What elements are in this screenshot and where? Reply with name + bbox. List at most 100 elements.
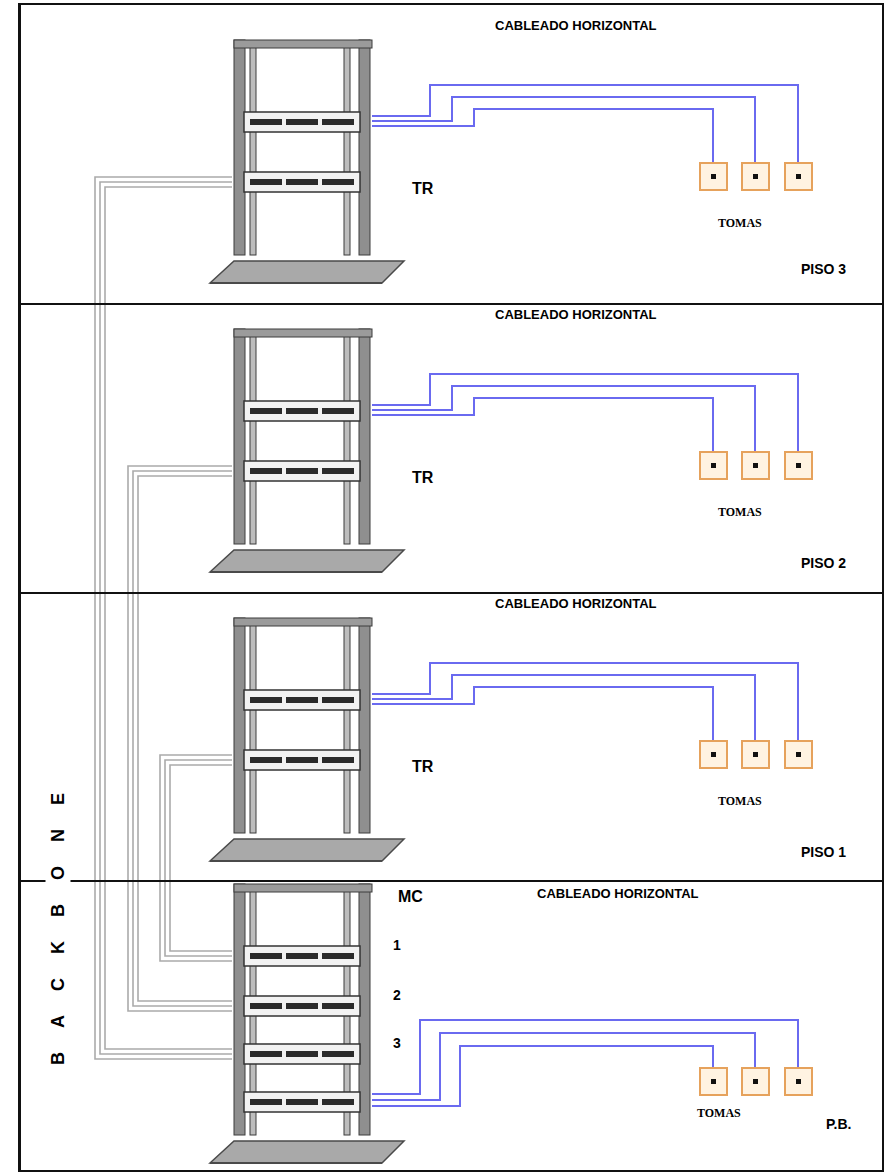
outlet — [785, 741, 812, 768]
rack-top — [234, 884, 372, 892]
patch-panel — [244, 946, 360, 966]
outlet — [700, 1068, 727, 1095]
panel-ports — [250, 468, 282, 474]
outlet-label: TOMAS — [718, 216, 762, 231]
rack-post — [250, 44, 256, 255]
rack-outline — [232, 884, 372, 1165]
panel-ports — [250, 953, 282, 959]
rack-name: TR — [412, 180, 433, 198]
panel-ports — [322, 953, 354, 959]
rack-post — [344, 44, 350, 255]
floor-name: P.B. — [826, 1116, 851, 1132]
panel-ports — [250, 1099, 282, 1105]
horizontal-cable — [372, 663, 798, 741]
panel-ports — [250, 408, 282, 414]
backbone-cable — [128, 466, 232, 1011]
panel-ports — [250, 119, 282, 125]
panel-ports — [322, 179, 354, 185]
outlet — [742, 163, 769, 190]
rack-outline — [232, 40, 372, 285]
panel-ports — [286, 1003, 318, 1009]
panel-ports — [322, 468, 354, 474]
panel-ports — [322, 1003, 354, 1009]
rack-base — [210, 1141, 404, 1163]
rack-base-edge — [210, 1162, 382, 1164]
outlet — [700, 452, 727, 479]
panel-ports — [286, 757, 318, 763]
outlet — [785, 163, 812, 190]
backbone-cable — [95, 177, 232, 1059]
outlet — [785, 452, 812, 479]
panel-ports — [286, 119, 318, 125]
floor-name: PISO 1 — [801, 844, 846, 860]
rack-post — [359, 329, 370, 544]
panel-ports — [286, 1051, 318, 1057]
horizontal-cable — [372, 97, 755, 163]
patch-panel — [244, 996, 360, 1016]
horizontal-cable — [372, 675, 755, 741]
outlet-jack — [796, 1079, 801, 1084]
panel-number: 1 — [393, 937, 401, 953]
panel-ports — [250, 1003, 282, 1009]
rack-post — [250, 333, 256, 544]
rack-top — [234, 329, 372, 337]
outlet-jack — [753, 174, 758, 179]
outlet-jack — [711, 1079, 716, 1084]
outlet-label: TOMAS — [718, 794, 762, 809]
rack-base — [210, 550, 404, 572]
outlet-jack — [796, 752, 801, 757]
outlet-label: TOMAS — [718, 505, 762, 520]
rack-base — [210, 839, 404, 861]
outlet-jack — [753, 1079, 758, 1084]
patch-panel — [244, 690, 360, 710]
backbone-strand — [133, 471, 232, 1006]
rack-post — [234, 329, 245, 544]
horizontal-cable — [372, 386, 755, 452]
rack-top — [234, 618, 372, 626]
panel-ports — [322, 697, 354, 703]
rack-base — [210, 261, 404, 283]
equipment-rack: TR — [232, 40, 372, 285]
patch-panel — [244, 1044, 360, 1064]
panel-ports — [322, 119, 354, 125]
rack-post — [234, 40, 245, 255]
rack-base-edge — [210, 282, 382, 284]
patch-panel — [244, 750, 360, 770]
panel-ports — [322, 757, 354, 763]
panel-ports — [250, 1051, 282, 1057]
outlet-jack — [711, 463, 716, 468]
patch-panel — [244, 172, 360, 192]
floor-name: PISO 3 — [801, 261, 846, 277]
outlet-jack — [753, 463, 758, 468]
horizontal-cable — [372, 398, 713, 452]
panel-ports — [250, 179, 282, 185]
rack-outline — [232, 329, 372, 574]
rack-top — [234, 40, 372, 48]
rack-base-edge — [210, 860, 382, 862]
outlet-label: TOMAS — [697, 1106, 741, 1121]
panel-ports — [322, 408, 354, 414]
panel-ports — [286, 468, 318, 474]
patch-panel — [244, 401, 360, 421]
panel-ports — [286, 953, 318, 959]
panel-ports — [286, 1099, 318, 1105]
outlet-jack — [711, 174, 716, 179]
floor-band: MCP.B. — [18, 880, 884, 1172]
equipment-rack: TR — [232, 618, 372, 863]
cabling-label: CABLEADO HORIZONTAL — [495, 18, 657, 33]
floor-name: PISO 2 — [801, 555, 846, 571]
patch-panel — [244, 1092, 360, 1112]
panel-number: 2 — [393, 987, 401, 1003]
panel-number: 3 — [393, 1035, 401, 1051]
floor-band: TR PISO 1 — [18, 592, 884, 882]
horizontal-cable — [372, 1020, 798, 1094]
panel-ports — [286, 697, 318, 703]
rack-post — [359, 618, 370, 833]
cabling-label: CABLEADO HORIZONTAL — [537, 886, 699, 901]
equipment-rack: TR — [232, 329, 372, 574]
rack-outline — [232, 618, 372, 863]
cabling-label: CABLEADO HORIZONTAL — [495, 307, 657, 322]
floor-band: TR PISO 2 — [18, 303, 884, 594]
